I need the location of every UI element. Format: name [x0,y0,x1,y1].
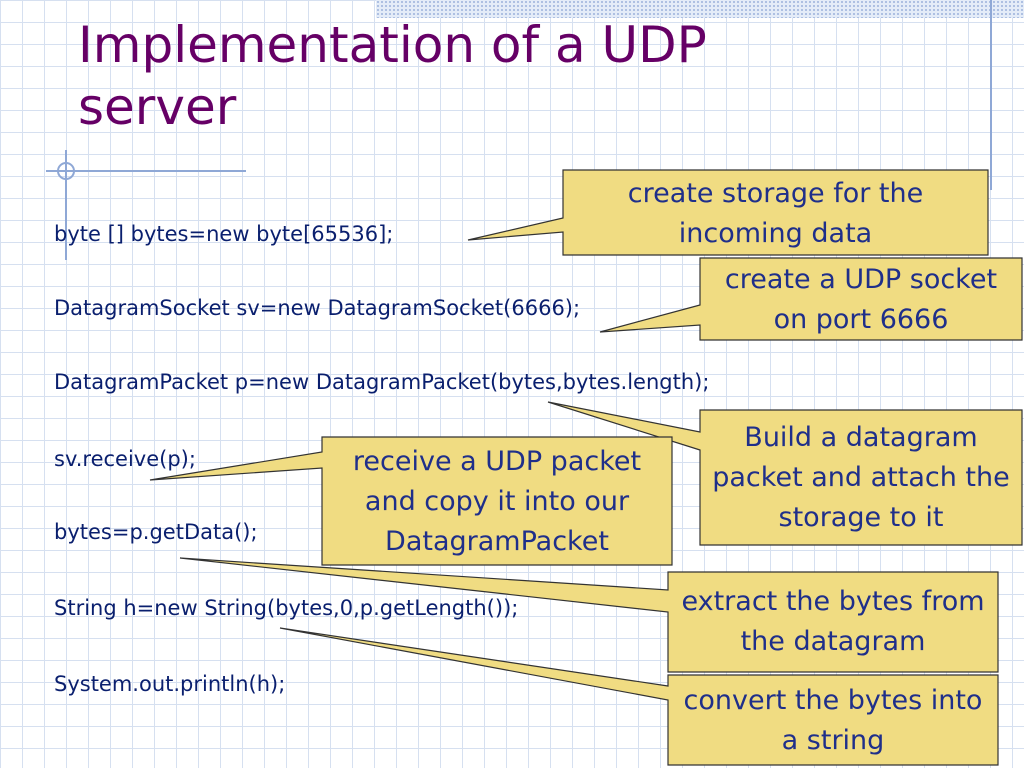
callout-1-shape [467,169,989,256]
code-line-2: DatagramSocket sv=new DatagramSocket(666… [54,296,581,320]
slide-title: Implementation of a UDP server [78,16,707,136]
decorative-ring-icon [57,162,75,180]
code-line-5: bytes=p.getData(); [54,520,258,544]
code-line-6: String h=new String(bytes,0,p.getLength(… [54,596,519,620]
callout-5-text: extract the bytes from the datagram [681,586,985,657]
callout-1-text: create storage for the incoming data [627,178,924,249]
code-line-3: DatagramPacket p=new DatagramPacket(byte… [54,370,710,394]
callout-2-text: create a UDP socket on port 6666 [724,264,998,335]
decorative-vertical-line [990,0,992,190]
callout-4-text: receive a UDP packet and copy it into ou… [352,446,642,557]
callout-5-shape [179,557,999,673]
callout-6-shape [279,627,999,766]
decorative-header-band [376,0,1024,18]
decorative-horizontal-line [46,170,246,172]
code-line-1: byte [] bytes=new byte[65536]; [54,222,394,246]
code-line-4: sv.receive(p); [54,447,196,471]
code-line-7: System.out.println(h); [54,672,286,696]
callout-4-shape [149,436,673,566]
callout-2-shape [599,257,1023,341]
callout-3-text: Build a datagram packet and attach the s… [712,422,1010,533]
callout-6-text: convert the bytes into a string [683,685,983,756]
decorative-margin-line [65,150,67,260]
